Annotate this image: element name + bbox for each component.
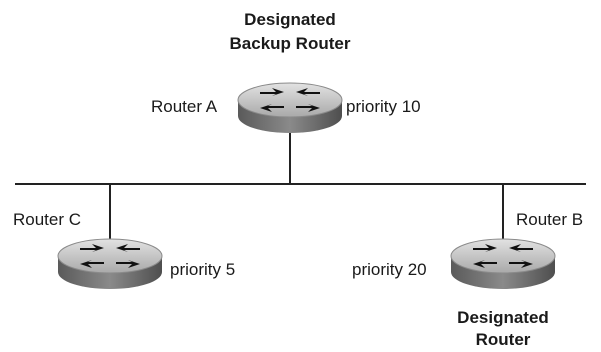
router-b-role-line2: Router	[475, 330, 531, 349]
router-b-name: Router B	[516, 210, 584, 229]
router-a-role-line2: Backup Router	[229, 34, 351, 53]
router-c-priority: priority 5	[170, 260, 236, 279]
router-a-name: Router A	[151, 97, 218, 116]
router-b-role-line1: Designated	[457, 308, 549, 327]
router-b-priority: priority 20	[352, 260, 427, 279]
router-a-priority: priority 10	[346, 97, 421, 116]
router-icon	[450, 238, 556, 290]
router-icon	[237, 82, 343, 134]
router-c-name: Router C	[13, 210, 82, 229]
router-a-role-line1: Designated	[244, 10, 336, 29]
router-icon	[57, 238, 163, 290]
